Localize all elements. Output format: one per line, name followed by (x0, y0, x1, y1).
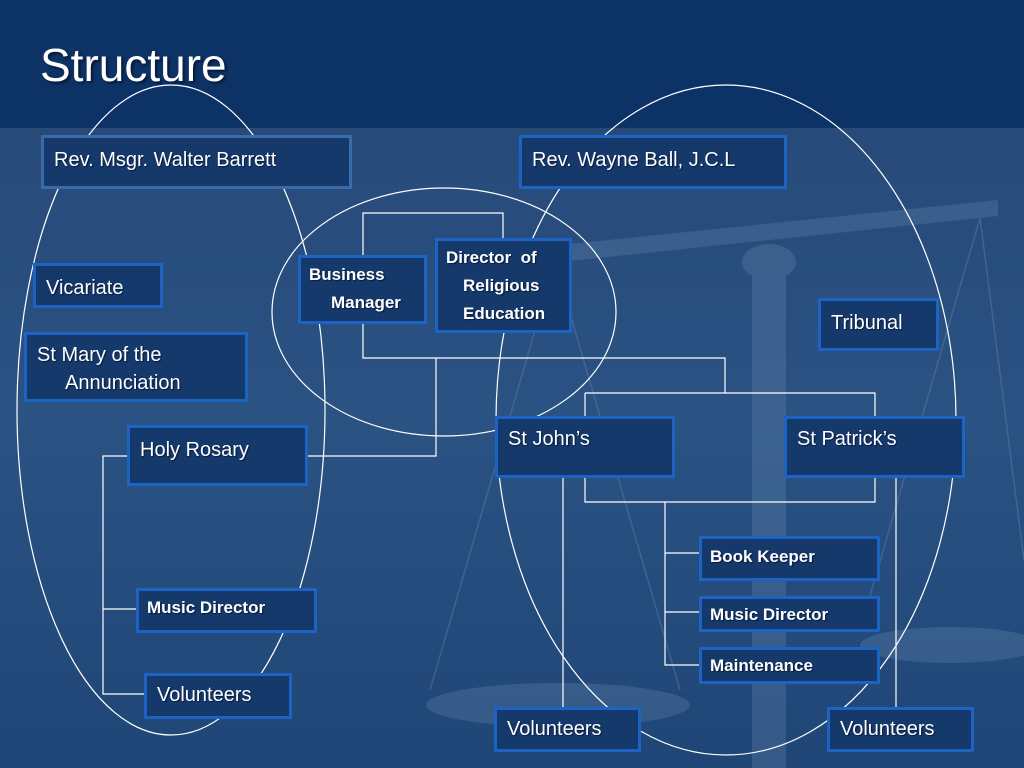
node-tribunal: Tribunal (818, 298, 939, 351)
node-business-manager: Business Manager (298, 255, 427, 324)
node-book-keeper: Book Keeper (699, 536, 880, 581)
connector-top-bracket (362, 212, 504, 256)
node-rev-barrett: Rev. Msgr. Walter Barrett (41, 135, 352, 189)
node-st-mary: St Mary of the Annunciation (24, 332, 248, 402)
node-volunteers-right-label: Volunteers (840, 718, 935, 740)
node-book-keeper-label: Book Keeper (710, 547, 815, 566)
scale-pan-right (860, 627, 1024, 663)
node-volunteers-left-label: Volunteers (157, 684, 252, 706)
node-st-johns: St John’s (495, 416, 675, 478)
connector-parish-bottom (584, 477, 876, 503)
node-volunteers-mid-label: Volunteers (507, 718, 602, 740)
connector-to-holy-rosary (307, 358, 437, 457)
node-vicariate: Vicariate (33, 263, 163, 308)
node-rev-barrett-label: Rev. Msgr. Walter Barrett (54, 149, 277, 171)
node-vicariate-label: Vicariate (46, 277, 124, 299)
node-dre-line3: Education (463, 304, 546, 323)
node-volunteers-left: Volunteers (144, 673, 292, 719)
node-holy-rosary: Holy Rosary (127, 425, 308, 486)
node-tribunal-label: Tribunal (831, 312, 903, 334)
node-maintenance: Maintenance (699, 647, 880, 684)
node-volunteers-mid: Volunteers (494, 707, 641, 752)
connector-parish-top-bar (585, 392, 876, 418)
scale-beam (560, 200, 998, 262)
node-st-patricks-label: St Patrick’s (797, 428, 897, 450)
ellipse-center-group (271, 187, 617, 437)
scale-pillar (752, 265, 786, 768)
node-st-mary-line1: St Mary of the (37, 344, 162, 366)
connector-left-trunk (102, 455, 145, 695)
node-holy-rosary-label: Holy Rosary (140, 439, 249, 461)
ellipse-left-group (16, 84, 326, 736)
node-music-director-right-label: Music Director (710, 605, 829, 624)
node-business-line1: Business (309, 265, 385, 284)
node-director-religious-education: Director of Religious Education (435, 238, 572, 333)
node-music-director-left: Music Director (136, 588, 317, 633)
node-volunteers-right: Volunteers (827, 707, 974, 752)
node-business-line2: Manager (331, 293, 401, 312)
node-maintenance-label: Maintenance (710, 656, 813, 675)
node-st-johns-label: St John’s (508, 428, 590, 450)
node-dre-line2: Religious (463, 276, 540, 295)
node-music-director-left-label: Music Director (147, 598, 266, 617)
node-st-mary-line2: Annunciation (65, 372, 181, 394)
connector-bottom-bracket (362, 322, 726, 393)
scale-knob (742, 244, 796, 280)
title-band (0, 0, 1024, 128)
connector-staff-trunk (664, 502, 700, 666)
node-music-director-right: Music Director (699, 596, 880, 632)
node-st-patricks: St Patrick’s (784, 416, 965, 478)
node-rev-ball-label: Rev. Wayne Ball, J.C.L (532, 149, 736, 171)
node-dre-line1: Director of (446, 248, 537, 267)
node-rev-ball: Rev. Wayne Ball, J.C.L (519, 135, 787, 189)
slide-title: Structure (40, 39, 227, 91)
